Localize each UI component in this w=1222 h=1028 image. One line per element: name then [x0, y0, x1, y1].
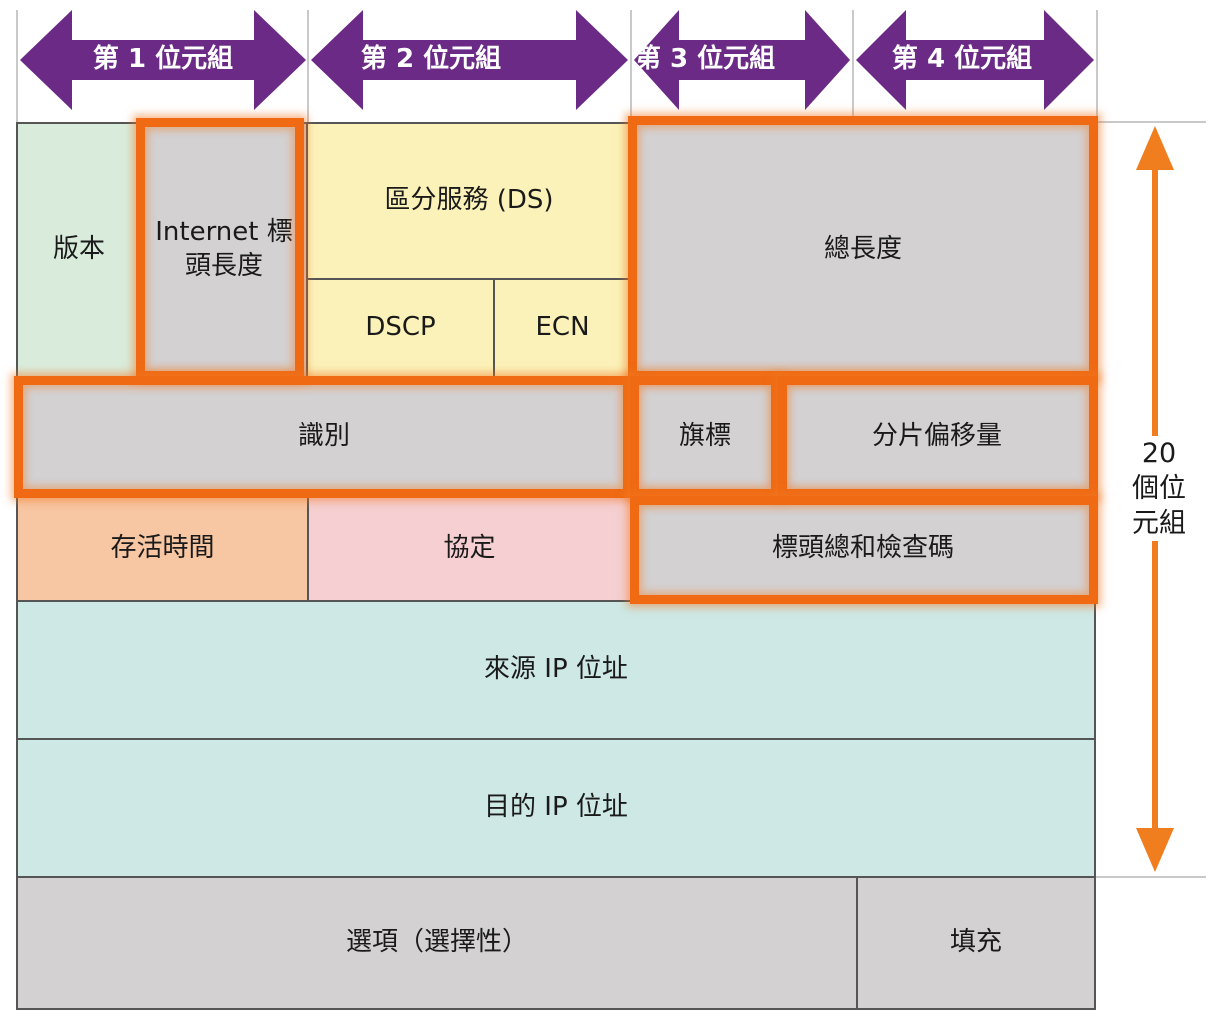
guide-line [852, 10, 854, 122]
byte-3-label: 第 3 位元組 [634, 43, 776, 74]
field-flags: 旗標 [630, 376, 780, 498]
field-flags-label: 旗標 [678, 421, 731, 452]
field-protocol: 協定 [307, 496, 632, 602]
field-ttl-label: 存活時間 [110, 533, 215, 564]
field-dest-ip: 目的 IP 位址 [16, 738, 1096, 878]
field-fragment-offset-label: 分片偏移量 [871, 421, 1002, 452]
field-source-ip: 來源 IP 位址 [16, 600, 1096, 740]
byte-1-arrow [20, 10, 306, 110]
guide-line [307, 10, 309, 122]
field-ihl-label-line2: 頭長度 [184, 251, 263, 281]
field-dscp-label: DSCP [365, 312, 436, 343]
field-total-length-label: 總長度 [823, 234, 902, 265]
byte-4-arrow [856, 10, 1094, 110]
field-options-label: 選項（選擇性） [345, 927, 528, 958]
field-ecn: ECN [493, 278, 632, 378]
field-ihl: Internet 標 頭長度 [140, 122, 308, 378]
field-ecn-label: ECN [535, 312, 590, 343]
field-identification-label: 識別 [297, 421, 350, 452]
field-ihl-label-line1: Internet 標 [155, 217, 293, 248]
guide-line [1096, 10, 1098, 122]
field-total-length: 總長度 [630, 122, 1096, 378]
header-size-line3: 元組 [1132, 508, 1186, 540]
field-dscp: DSCP [306, 278, 495, 378]
field-fragment-offset: 分片偏移量 [778, 376, 1096, 498]
header-size-line1: 20 [1141, 438, 1177, 469]
byte-2-arrow [311, 10, 628, 110]
field-version: 版本 [16, 122, 142, 378]
field-ds: 區分服務 (DS) [306, 122, 632, 280]
guide-line [630, 10, 632, 122]
byte-3-arrow [634, 10, 850, 110]
field-dest-ip-label: 目的 IP 位址 [484, 792, 628, 823]
field-identification: 識別 [16, 376, 632, 498]
byte-2-label: 第 2 位元組 [360, 43, 502, 74]
guide-line [1096, 876, 1206, 878]
field-checksum: 標頭總和檢查碼 [630, 496, 1096, 602]
byte-1-label: 第 1 位元組 [92, 43, 234, 74]
byte-4-label: 第 4 位元組 [891, 43, 1033, 74]
header-size-label: 20 個位 元組 [1124, 436, 1194, 542]
field-source-ip-label: 來源 IP 位址 [484, 654, 628, 685]
field-options: 選項（選擇性） [16, 876, 858, 1010]
field-ds-label: 區分服務 (DS) [384, 185, 554, 216]
guide-line [1096, 121, 1206, 123]
field-ttl: 存活時間 [16, 496, 309, 602]
guide-line [16, 10, 18, 122]
header-size-line2: 個位 [1132, 473, 1186, 505]
field-padding: 填充 [856, 876, 1096, 1010]
field-protocol-label: 協定 [443, 533, 496, 564]
field-version-label: 版本 [52, 234, 105, 265]
field-padding-label: 填充 [949, 927, 1002, 958]
field-checksum-label: 標頭總和檢查碼 [771, 533, 954, 564]
